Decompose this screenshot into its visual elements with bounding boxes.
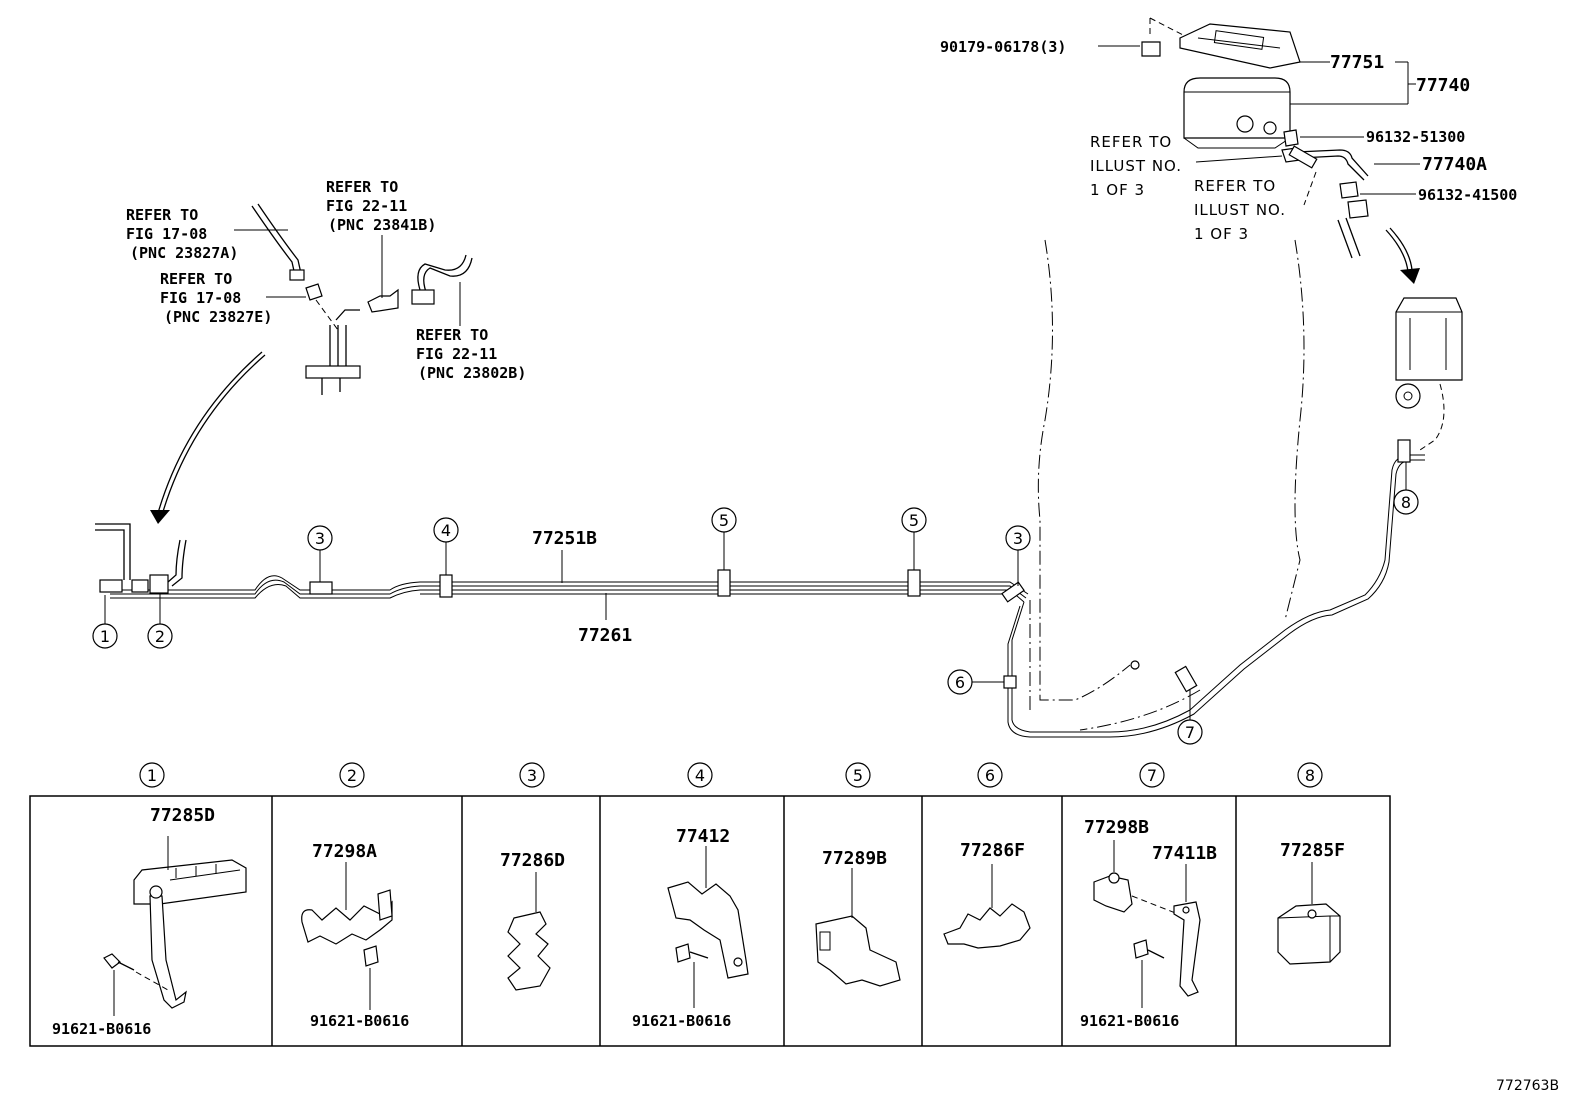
label-77251B: 77251B xyxy=(532,528,597,549)
panel-2-number: 2 xyxy=(347,766,357,785)
refer-illust-2-3: 1 OF 3 xyxy=(1194,225,1249,243)
refer-fig22-41b-1: REFER TO xyxy=(326,178,398,196)
panel-3-number: 3 xyxy=(527,766,537,785)
label-77751: 77751 xyxy=(1330,52,1384,73)
callout-6: 6 xyxy=(955,673,965,692)
fuel-pipe-bundle xyxy=(110,454,1425,738)
callout-7: 7 xyxy=(1185,723,1195,742)
panel-3-clamp-drawing xyxy=(507,872,551,991)
bundle-clamps xyxy=(309,439,1411,693)
panel-2-clamp-drawing xyxy=(301,862,393,1010)
callout-4: 4 xyxy=(441,521,451,540)
panel-4-number: 4 xyxy=(695,766,705,785)
panel-6-number: 6 xyxy=(985,766,995,785)
label-77740A: 77740A xyxy=(1422,154,1487,175)
panel-8-clamp-drawing xyxy=(1277,862,1341,965)
callout-2: 2 xyxy=(155,627,165,646)
panel-1-clamp-drawing xyxy=(103,836,247,1016)
panel-5-clamp-drawing xyxy=(815,868,901,987)
refer-fig17-e-3: (PNC 23827E) xyxy=(164,308,272,326)
detail-panel-table xyxy=(29,795,1391,1047)
panel-4-bolt: 91621-B0616 xyxy=(632,1012,731,1030)
panel-8-number: 8 xyxy=(1305,766,1315,785)
panel-4-part: 77412 xyxy=(676,826,730,847)
label-96132-41500: 96132-41500 xyxy=(1418,186,1517,204)
panel-header-circles xyxy=(139,762,1323,788)
panel-5-part: 77289B xyxy=(822,848,887,869)
panel-1-bolt: 91621-B0616 xyxy=(52,1020,151,1038)
refer-fig22-02b-1: REFER TO xyxy=(416,326,488,344)
panel-8-part: 77285F xyxy=(1280,840,1345,861)
top-left-connector-assembly xyxy=(234,203,473,395)
panel-7-part2: 77411B xyxy=(1152,843,1217,864)
refer-fig17-e-1: REFER TO xyxy=(160,270,232,288)
panel-6-part: 77286F xyxy=(960,840,1025,861)
body-outline xyxy=(1029,239,1305,731)
panel-4-clamp-drawing xyxy=(667,846,749,1008)
panel-7-part: 77298B xyxy=(1084,817,1149,838)
charcoal-canister-assembly xyxy=(1098,17,1420,259)
callout-leaders xyxy=(104,462,1407,720)
callout-circles xyxy=(92,489,1419,745)
callout-5b: 5 xyxy=(909,511,919,530)
panel-7-number: 7 xyxy=(1147,766,1157,785)
label-77740: 77740 xyxy=(1416,75,1470,96)
label-96132-51300: 96132-51300 xyxy=(1366,128,1465,146)
refer-fig22-02b-2: FIG 22-11 xyxy=(416,345,497,363)
refer-fig22-41b-2: FIG 22-11 xyxy=(326,197,407,215)
refer-illust-2-1: REFER TO xyxy=(1194,177,1276,195)
callout-8: 8 xyxy=(1401,493,1411,512)
panel-6-clamp-drawing xyxy=(943,864,1031,949)
refer-illust-1-1: REFER TO xyxy=(1090,133,1172,151)
label-90179: 90179-06178(3) xyxy=(940,38,1066,56)
callout-3a: 3 xyxy=(315,529,325,548)
panel-2-part: 77298A xyxy=(312,841,377,862)
panel-2-bolt: 91621-B0616 xyxy=(310,1012,409,1030)
refer-fig22-02b-3: (PNC 23802B) xyxy=(418,364,526,382)
panel-1-number: 1 xyxy=(147,766,157,785)
callout-1: 1 xyxy=(100,627,110,646)
refer-fig17-a-2: FIG 17-08 xyxy=(126,225,207,243)
callout-5a: 5 xyxy=(719,511,729,530)
callout-3b: 3 xyxy=(1013,529,1023,548)
refer-illust-1-3: 1 OF 3 xyxy=(1090,181,1145,199)
panel-1-part: 77285D xyxy=(150,805,215,826)
panel-5-number: 5 xyxy=(853,766,863,785)
label-77261: 77261 xyxy=(578,625,632,646)
refer-fig22-41b-3: (PNC 23841B) xyxy=(328,216,436,234)
refer-fig17-a-3: (PNC 23827A) xyxy=(130,244,238,262)
refer-fig17-e-2: FIG 17-08 xyxy=(160,289,241,307)
diagram-id: 772763B xyxy=(1496,1078,1559,1094)
pointer-arrows xyxy=(150,227,1420,524)
panel-7-clamp-drawing xyxy=(1093,840,1201,1008)
panel-7-bolt: 91621-B0616 xyxy=(1080,1012,1179,1030)
panel-3-part: 77286D xyxy=(500,850,565,871)
refer-illust-1-2: ILLUST NO. xyxy=(1090,157,1182,175)
refer-illust-2-2: ILLUST NO. xyxy=(1194,201,1286,219)
fuel-filler-module xyxy=(1395,297,1463,451)
left-pipe-end-connectors xyxy=(95,523,187,594)
refer-fig17-a-1: REFER TO xyxy=(126,206,198,224)
